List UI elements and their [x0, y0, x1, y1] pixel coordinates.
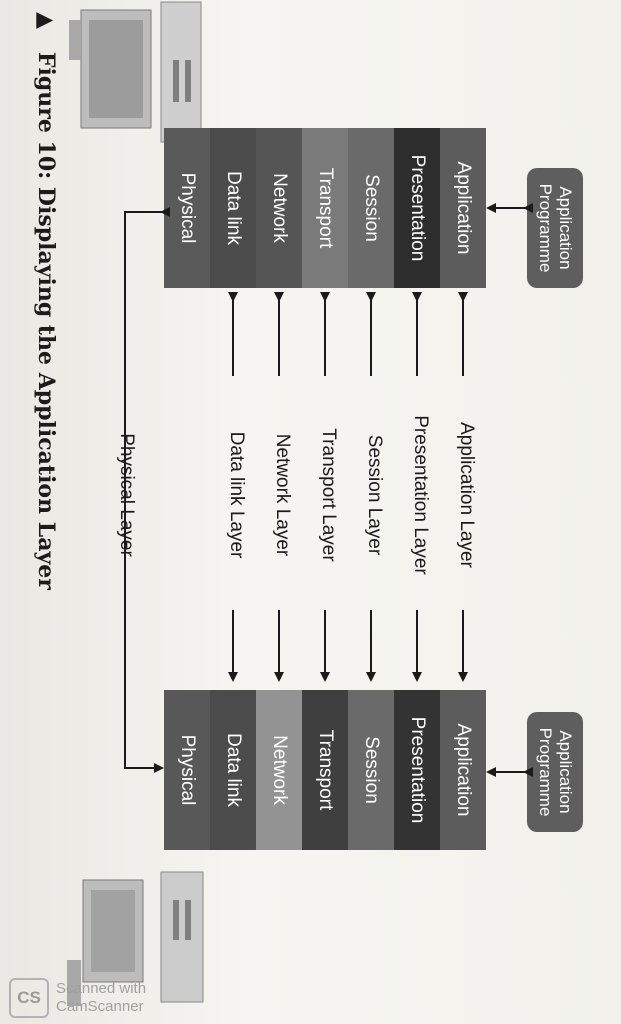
- app-programme-arrows: [486, 203, 533, 777]
- figure-caption: ▲ Figure 10: Displaying the Application …: [33, 12, 59, 590]
- watermark-line1: Scanned with: [56, 980, 147, 997]
- caption-text: Figure 10: Displaying the Application La…: [33, 51, 59, 590]
- camscanner-logo: CS: [9, 978, 49, 1018]
- caption-marker: ▲: [33, 12, 59, 29]
- peer-arrows: [228, 292, 468, 682]
- physical-link-line: [124, 207, 170, 773]
- watermark-line2: CamScanner: [56, 998, 144, 1015]
- camscanner-watermark: Scanned with CamScanner: [56, 980, 146, 1016]
